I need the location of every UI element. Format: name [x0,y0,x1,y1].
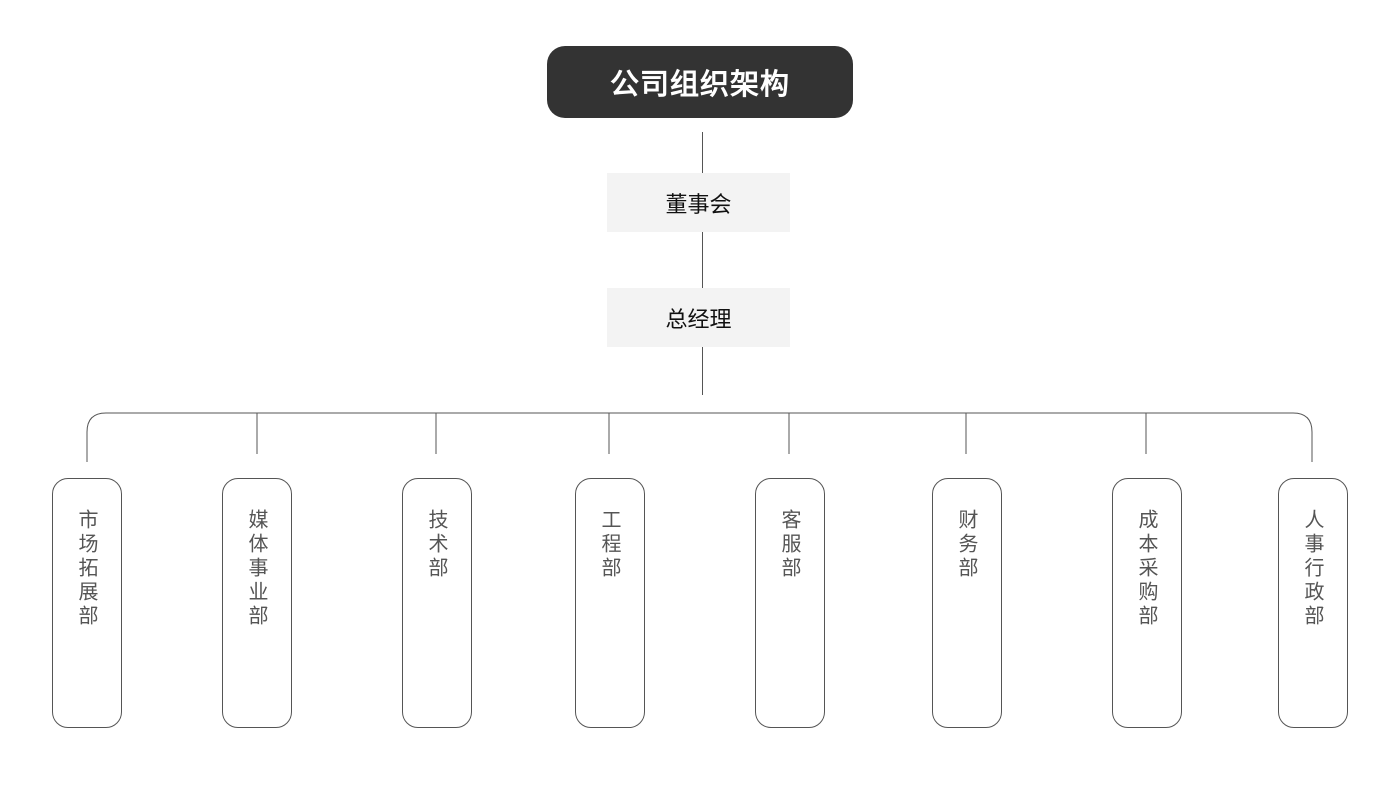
dept-label: 人事行政部 [1301,509,1325,629]
dept-market-expansion: 市场拓展部 [52,478,122,728]
dept-customer-service: 客服部 [755,478,825,728]
dept-label: 媒体事业部 [245,509,269,629]
dept-media-business: 媒体事业部 [222,478,292,728]
dept-label: 市场拓展部 [75,509,99,629]
connector-gm-bus [702,347,703,395]
board-of-directors-node: 董事会 [607,173,790,232]
dept-label: 客服部 [778,509,802,581]
dept-label: 财务部 [955,509,979,581]
dept-label: 工程部 [598,509,622,581]
dept-hr-admin: 人事行政部 [1278,478,1348,728]
dept-cost-procurement: 成本采购部 [1112,478,1182,728]
general-manager-node: 总经理 [607,288,790,347]
connector-title-board [702,132,703,173]
connector-board-gm [702,232,703,288]
org-chart-title: 公司组织架构 [547,46,853,118]
dept-label: 成本采购部 [1135,509,1159,629]
dept-technology: 技术部 [402,478,472,728]
dept-finance: 财务部 [932,478,1002,728]
dept-label: 技术部 [425,509,449,581]
dept-engineering: 工程部 [575,478,645,728]
